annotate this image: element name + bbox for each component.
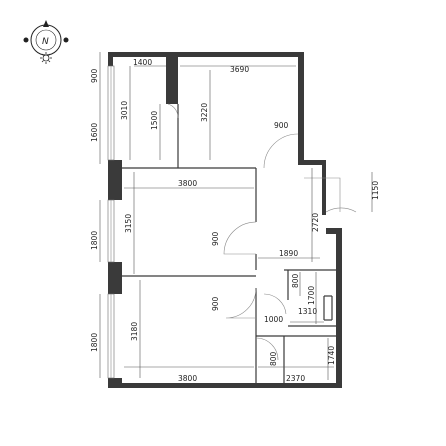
dim-entrance: 1150 [371,181,380,200]
dim-bath2-width: 800 [269,351,278,366]
door-arc-room3 [225,287,257,319]
dim-left-inner-1500: 1500 [150,111,159,130]
compass-east-dot-icon [63,37,69,43]
wall-right-step [298,160,326,165]
compass-north-arrow-icon [43,20,49,27]
door-arc-bath [263,293,287,315]
door-arc-bath2 [255,337,279,361]
dim-room3-door: 900 [211,296,220,311]
dim-hall-door: 900 [274,121,289,130]
dimension-labels: 1400 3690 900 3800 1890 1310 1000 3800 2… [90,58,380,383]
doors [167,103,357,361]
wall-left-mid [108,160,122,200]
door-arc-hall [263,133,299,169]
dim-bedroom-north-width: 1400 [133,58,152,67]
dim-bath2-height: 1740 [327,346,336,365]
dim-room3-width: 3800 [178,374,197,383]
compass-inner-ring [35,29,57,51]
wall-right-upper [322,160,326,215]
dim-bath-height: 1700 [307,286,316,305]
dimension-lines [99,52,373,380]
dim-bath-width: 800 [291,273,300,288]
compass: N [23,20,69,64]
dim-room3-window: 1800 [90,333,99,352]
door-entrance [304,177,341,212]
dim-room2-width: 3800 [178,179,197,188]
dim-bath-len: 1310 [298,307,317,316]
door-arc-entrance [325,207,357,213]
dim-left-outer-1600: 1600 [90,123,99,142]
dim-hall-height: 2720 [311,213,320,232]
dim-bath2-len: 2370 [286,374,305,383]
wall-column [166,52,178,104]
wall-top [108,52,304,57]
dim-living-height: 3220 [200,103,209,122]
dim-room2-height: 3150 [124,214,133,233]
wall-bottom [108,383,342,388]
dim-hall-width: 1890 [279,249,298,258]
door-arc-room2 [223,221,257,255]
dim-room2-door: 900 [211,231,220,246]
compass-west-dot-icon [23,37,29,43]
windows [107,65,115,379]
compass-label: N [42,37,49,47]
wall-left-top [108,52,113,66]
exterior-walls [108,52,342,388]
wall-right-stub [326,228,342,234]
dim-room2-window: 1800 [90,231,99,250]
wall-right [336,228,342,388]
wall-left-lower [108,262,122,294]
dim-room3-height: 3180 [130,322,139,341]
dim-left-outer-900: 900 [90,68,99,83]
sun-icon [40,52,52,64]
dim-living-width: 3690 [230,65,249,74]
dim-left-inner-3010: 3010 [120,101,129,120]
dim-bath2-door: 1000 [264,315,283,324]
wall-top-right [298,52,304,164]
door-arc-bedroom [167,103,179,119]
